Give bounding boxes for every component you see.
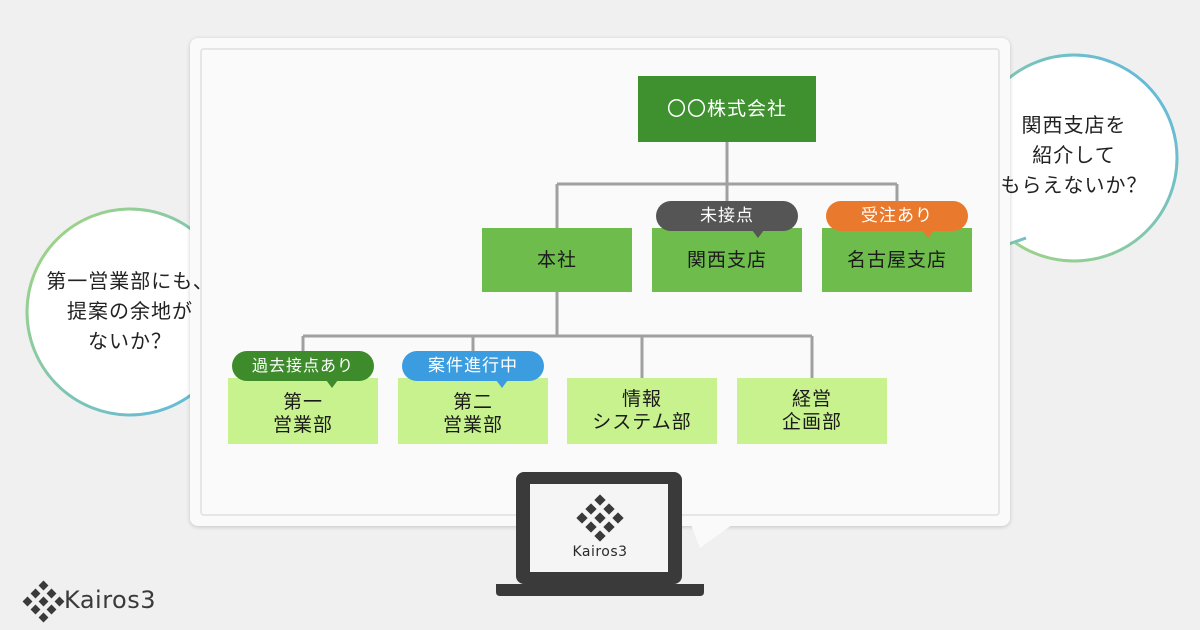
branch-node-kansai: 関西支店 [652, 228, 802, 292]
laptop-icon [496, 472, 704, 596]
status-tag-nagoya-pointer [922, 230, 934, 238]
status-tag-kansai-pointer [752, 230, 764, 238]
right-bubble-line: 関西支店を [1021, 113, 1127, 137]
dept-label-line1: 第一 [282, 391, 323, 413]
right-bubble-line: 紹介して [1032, 143, 1116, 167]
status-tag-kansai: 未接点 [656, 201, 798, 231]
left-bubble-line: 提案の余地が [67, 299, 193, 323]
company-label: 〇〇株式会社 [666, 97, 787, 120]
brand-name: Kairos3 [64, 586, 156, 614]
status-tag-sales-2-pointer [496, 380, 508, 388]
right-bubble-line: もらえないか？ [1000, 173, 1148, 197]
dept-node-sales-2: 第二 営業部 [398, 378, 548, 444]
left-bubble-line: ないか？ [88, 329, 172, 353]
dept-label-line2: 企画部 [781, 411, 842, 433]
dept-node-planning: 経営 企画部 [737, 378, 887, 444]
status-tag-sales-1: 過去接点あり [232, 351, 374, 381]
dept-label-line2: 営業部 [272, 414, 333, 436]
branch-node-honsha: 本社 [482, 228, 632, 292]
status-tag-sales-2: 案件進行中 [402, 351, 544, 381]
dept-label-line1: 第二 [452, 391, 493, 413]
dept-node-sales-1: 第一 営業部 [228, 378, 378, 444]
dept-label-line2: システム部 [592, 411, 692, 433]
branch-label: 名古屋支店 [846, 248, 947, 271]
branch-label: 関西支店 [686, 248, 767, 271]
dept-label-line1: 経営 [791, 388, 832, 410]
laptop-brand-label: Kairos3 [572, 544, 628, 560]
dept-label-line2: 営業部 [442, 414, 503, 436]
branch-label: 本社 [536, 248, 577, 271]
dept-node-it: 情報 システム部 [567, 378, 717, 444]
kairos-logo-icon [576, 494, 624, 542]
left-bubble-line: 第一営業部にも、 [46, 269, 214, 293]
status-tag-nagoya: 受注あり [826, 201, 968, 231]
company-node: 〇〇株式会社 [638, 76, 816, 142]
dept-label-line1: 情報 [621, 388, 662, 410]
branch-node-nagoya: 名古屋支店 [822, 228, 972, 292]
right-bubble-text: 関西支店を 紹介して もらえないか？ [976, 110, 1172, 200]
kairos-brand-icon [22, 580, 65, 623]
board-speech-tail [690, 522, 736, 548]
status-tag-sales-1-pointer [326, 380, 338, 388]
left-bubble-text: 第一営業部にも、 提案の余地が ないか？ [32, 266, 228, 356]
